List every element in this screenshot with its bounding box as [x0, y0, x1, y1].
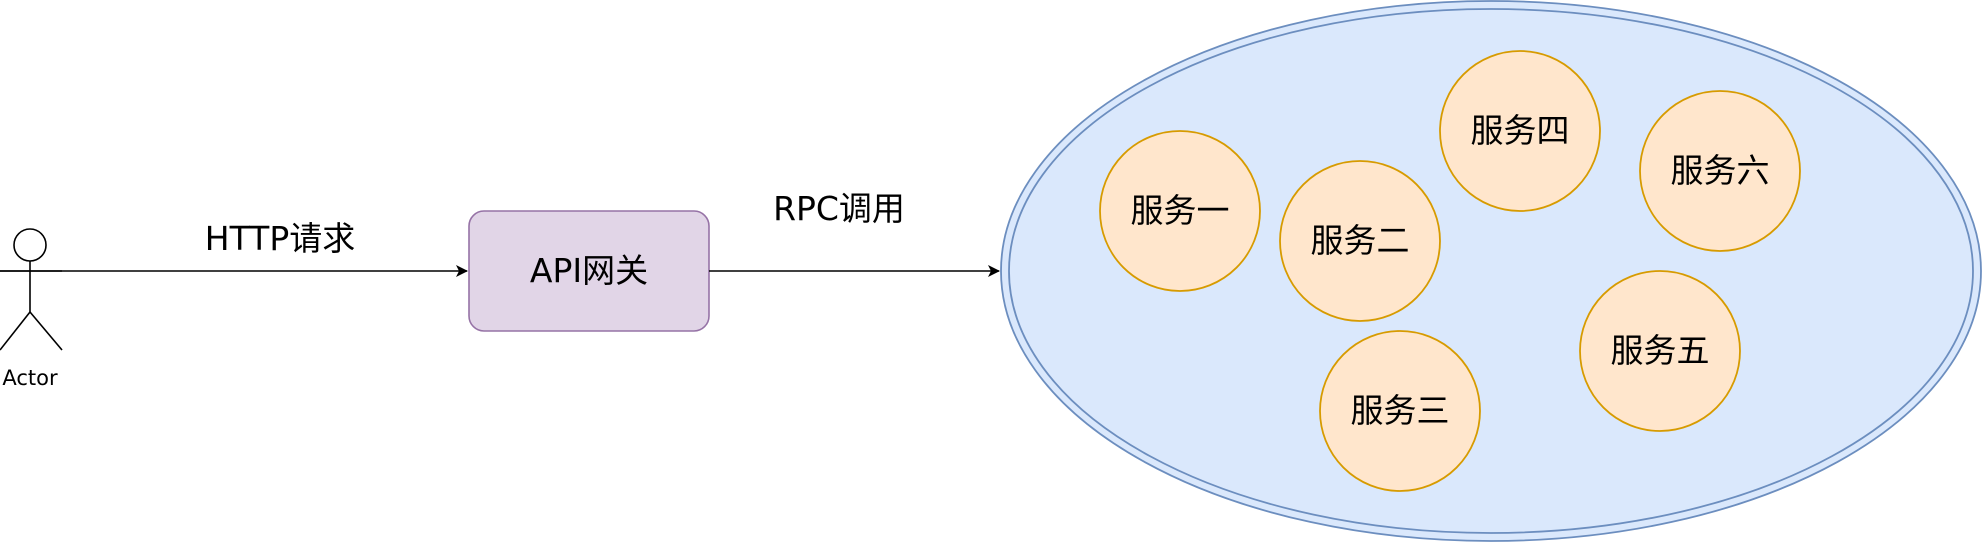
service-five: 服务五: [1579, 270, 1741, 432]
service-four: 服务四: [1439, 50, 1601, 212]
service-four-label: 服务四: [1471, 111, 1570, 150]
service-three-label: 服务三: [1351, 391, 1450, 430]
http-request-label: HTTP请求: [205, 219, 355, 258]
actor-right-leg: [29, 311, 63, 351]
service-three-circle: [1319, 330, 1481, 492]
service-two-circle: [1279, 160, 1441, 322]
service-one-circle: [1099, 130, 1261, 292]
actor-left-leg: [0, 311, 31, 351]
service-cluster-inner: [1008, 8, 1974, 534]
service-six-label: 服务六: [1671, 151, 1770, 190]
service-five-circle: [1579, 270, 1741, 432]
actor-label: Actor: [2, 366, 58, 390]
service-five-label: 服务五: [1611, 331, 1710, 370]
service-one: 服务一: [1099, 130, 1261, 292]
service-two-label: 服务二: [1311, 221, 1410, 260]
rpc-call-label: RPC调用: [773, 189, 905, 228]
service-two: 服务二: [1279, 160, 1441, 322]
service-six-circle: [1639, 90, 1801, 252]
service-six: 服务六: [1639, 90, 1801, 252]
service-three: 服务三: [1319, 330, 1481, 492]
actor-head: [13, 228, 47, 262]
service-four-circle: [1439, 50, 1601, 212]
service-one-label: 服务一: [1131, 191, 1230, 230]
api-gateway-label: API网关: [530, 251, 648, 290]
actor-figure: [0, 228, 63, 351]
